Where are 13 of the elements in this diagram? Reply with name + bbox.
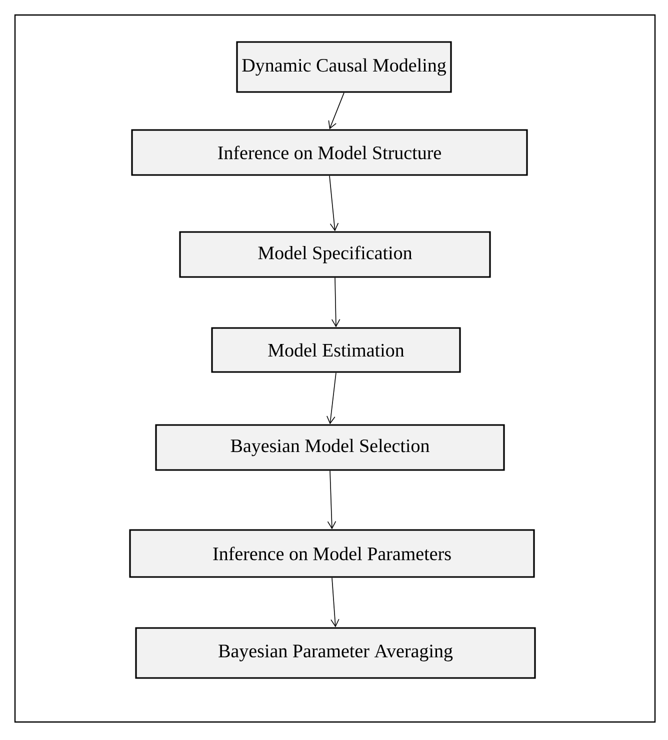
arrow xyxy=(328,92,344,130)
process-box: Model Specification xyxy=(179,231,491,278)
process-box: Bayesian Model Selection xyxy=(155,424,505,471)
arrow xyxy=(326,372,336,424)
arrow xyxy=(330,577,340,628)
process-box: Inference on Model Parameters xyxy=(129,529,535,578)
arrow xyxy=(327,470,336,530)
process-box: Dynamic Causal Modeling xyxy=(236,41,452,93)
process-box: Inference on Model Structure xyxy=(131,129,528,176)
arrow xyxy=(331,277,340,328)
arrow xyxy=(329,175,339,232)
process-box: Model Estimation xyxy=(211,327,461,373)
process-box: Bayesian Parameter Averaging xyxy=(135,627,536,679)
